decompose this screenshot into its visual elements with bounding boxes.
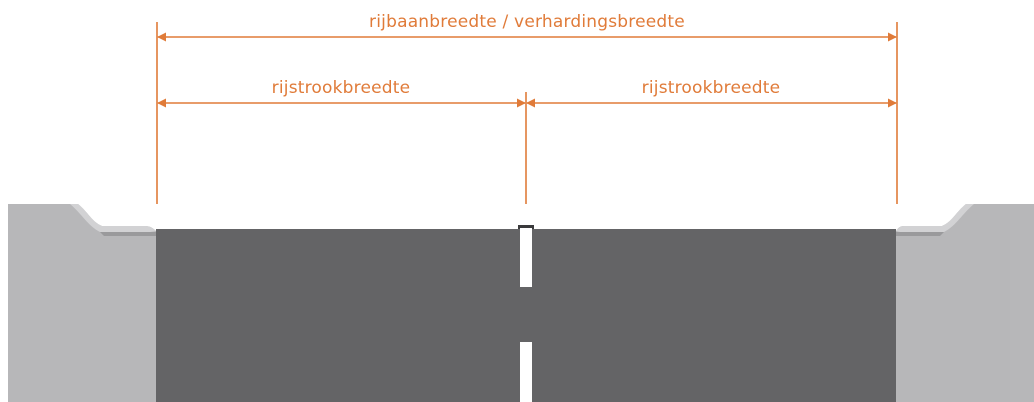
centre-line-dash — [520, 228, 532, 287]
left-kerb — [70, 204, 156, 232]
left-sidewalk — [8, 204, 156, 402]
centre-line-dash — [518, 225, 534, 229]
right-kerb — [896, 204, 974, 232]
label-lane-left: rijstrookbreedte — [272, 78, 411, 98]
left-kerb-edge — [100, 232, 156, 236]
label-lane-right: rijstrookbreedte — [642, 78, 781, 98]
label-total-width: rijbaanbreedte / verhardingsbreedte — [369, 12, 685, 32]
centre-line-dash — [520, 342, 532, 402]
right-kerb-edge — [896, 232, 944, 236]
right-sidewalk — [896, 204, 1034, 402]
